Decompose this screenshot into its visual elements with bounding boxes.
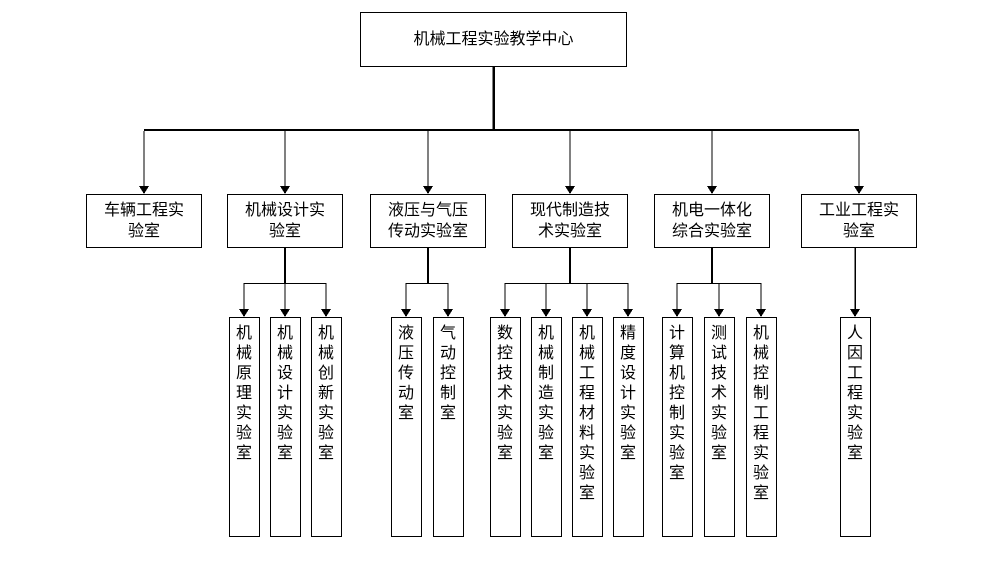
arrowhead-down xyxy=(321,309,331,317)
box-modern-manufacturing-lab: 现代制造技 术实验室 xyxy=(512,194,628,248)
connector-root-trunk xyxy=(144,67,859,131)
arrowhead-down xyxy=(500,309,510,317)
box-mechanical-design-lab: 机械设计实 验室 xyxy=(227,194,343,248)
connector-mechanical-design-group xyxy=(239,248,331,317)
connector-rail-to-level2 xyxy=(139,131,864,194)
testing-technology-room-label: 测试技术实验室 xyxy=(710,325,727,462)
mechatronics-lab-label: 机电一体化 综合实验室 xyxy=(671,202,752,240)
box-human-factors-room: 人因工程实验室 xyxy=(839,317,871,537)
mechanical-control-engineering-room-label: 机械控制工程实验室 xyxy=(752,325,769,502)
arrowhead-down xyxy=(239,309,249,317)
mechanical-manufacturing-room-label: 机械制造实验室 xyxy=(537,325,554,462)
engineering-materials-room-label: 机械工程材料实验室 xyxy=(578,325,595,502)
arrowhead-down xyxy=(623,309,633,317)
precision-design-room-label: 精度设计实验室 xyxy=(619,325,636,462)
arrowhead-down xyxy=(401,309,411,317)
mechanical-principle-room-label: 机械原理实验室 xyxy=(235,325,252,462)
mechanical-design-room-label: 机械设计实验室 xyxy=(276,325,293,462)
box-engineering-materials-room: 机械工程材料实验室 xyxy=(571,317,603,537)
box-nc-technology-room: 数控技术实验室 xyxy=(489,317,521,537)
box-teaching-center-root: 机械工程实验教学中心 xyxy=(360,12,627,67)
arrowhead-down xyxy=(672,309,682,317)
mechanical-innovation-room-label: 机械创新实验室 xyxy=(317,325,334,462)
arrowhead-down xyxy=(714,309,724,317)
box-computer-control-room: 计算机控制实验室 xyxy=(661,317,693,537)
box-mechatronics-lab: 机电一体化 综合实验室 xyxy=(654,194,770,248)
vehicle-engineering-lab-label: 车辆工程实 验室 xyxy=(103,202,184,240)
box-hydraulic-pneumatic-lab: 液压与气压 传动实验室 xyxy=(370,194,486,248)
teaching-center-label: 机械工程实验教学中心 xyxy=(413,31,574,48)
industrial-engineering-lab-label: 工业工程实 验室 xyxy=(818,202,899,240)
modern-manufacturing-lab-label: 现代制造技 术实验室 xyxy=(529,202,610,240)
human-factors-room-label: 人因工程实验室 xyxy=(846,325,863,462)
box-precision-design-room: 精度设计实验室 xyxy=(612,317,644,537)
pneumatic-control-room-label: 气动控制室 xyxy=(439,325,456,422)
box-mechanical-principle-room: 机械原理实验室 xyxy=(228,317,260,537)
arrowhead-down xyxy=(707,186,717,194)
box-mechanical-innovation-room: 机械创新实验室 xyxy=(310,317,342,537)
box-mechanical-manufacturing-room: 机械制造实验室 xyxy=(530,317,562,537)
connector-industrial-engineering-group xyxy=(850,248,860,317)
arrowhead-down xyxy=(443,309,453,317)
mechanical-design-lab-label: 机械设计实 验室 xyxy=(244,202,325,240)
arrowhead-down xyxy=(423,186,433,194)
nc-technology-room-label: 数控技术实验室 xyxy=(496,325,513,462)
arrowhead-down xyxy=(565,186,575,194)
computer-control-room-label: 计算机控制实验室 xyxy=(668,325,685,482)
box-pneumatic-control-room: 气动控制室 xyxy=(432,317,464,537)
arrowhead-down xyxy=(280,186,290,194)
box-mechanical-control-engineering-room: 机械控制工程实验室 xyxy=(745,317,777,537)
box-mechanical-design-room: 机械设计实验室 xyxy=(269,317,301,537)
arrowhead-down xyxy=(854,186,864,194)
box-vehicle-engineering-lab: 车辆工程实 验室 xyxy=(86,194,202,248)
arrowhead-down xyxy=(582,309,592,317)
arrowhead-down xyxy=(280,309,290,317)
box-testing-technology-room: 测试技术实验室 xyxy=(703,317,735,537)
connector-mechatronics-group xyxy=(672,248,766,317)
arrowhead-down xyxy=(139,186,149,194)
hydraulic-pneumatic-lab-label: 液压与气压 传动实验室 xyxy=(387,202,468,240)
arrowhead-down xyxy=(850,309,860,317)
arrowhead-down xyxy=(541,309,551,317)
hydraulic-transmission-room-label: 液压传动室 xyxy=(397,325,414,422)
box-industrial-engineering-lab: 工业工程实 验室 xyxy=(801,194,917,248)
box-hydraulic-transmission-room: 液压传动室 xyxy=(390,317,422,537)
connector-hydraulic-pneumatic-group xyxy=(401,248,453,317)
arrowhead-down xyxy=(756,309,766,317)
connector-modern-manufacturing-group xyxy=(500,248,633,317)
